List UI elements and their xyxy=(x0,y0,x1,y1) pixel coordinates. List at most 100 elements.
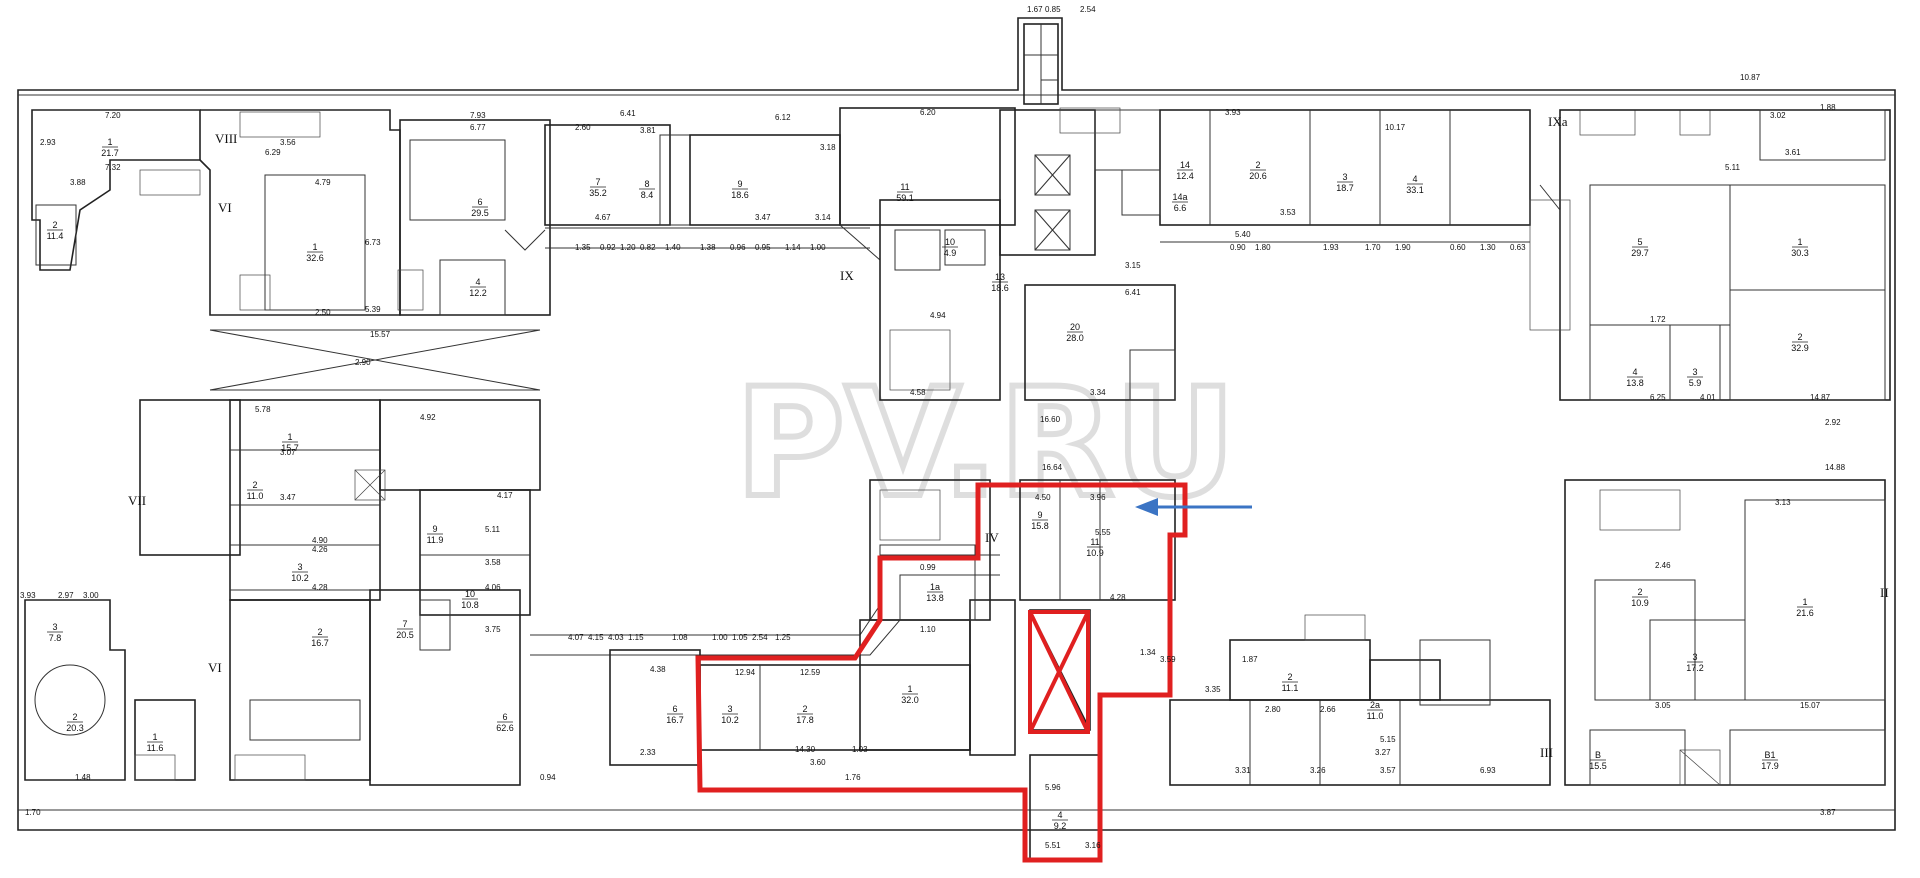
dimension-label: 14.30 xyxy=(795,745,816,754)
dimension-label: 3.34 xyxy=(1090,388,1106,397)
room-area: 62.6 xyxy=(496,723,514,733)
dimension-label: 4.15 xyxy=(588,633,604,642)
room-number: 2 xyxy=(52,220,57,230)
dimension-label: 3.47 xyxy=(755,213,771,222)
room-area: 11.4 xyxy=(47,231,64,241)
dimension-label: 12.59 xyxy=(800,668,821,677)
dimension-label: 1.10 xyxy=(920,625,936,634)
room-area: 20.3 xyxy=(66,723,84,733)
dimension-label: 3.81 xyxy=(640,126,656,135)
room-number: 6 xyxy=(502,712,507,722)
room-number: 2 xyxy=(802,704,807,714)
section-vi-bottom-label: VI xyxy=(208,660,222,675)
room-area: 35.2 xyxy=(589,188,607,198)
room-number: 9 xyxy=(1037,510,1042,520)
dimension-label: 0.96 xyxy=(730,243,746,252)
dimension-label: 1.72 xyxy=(1650,315,1666,324)
room-number: 6 xyxy=(477,197,482,207)
dimension-label: 3.31 xyxy=(1235,766,1251,775)
dimension-label: 10.17 xyxy=(1385,123,1406,132)
room-number: 4 xyxy=(1412,174,1417,184)
dimension-label: 4.03 xyxy=(608,633,624,642)
dimension-label: 3.14 xyxy=(815,213,831,222)
dimension-label: 4.06 xyxy=(485,583,501,592)
room-area: 12.2 xyxy=(469,288,487,298)
dimension-label: 3.96 xyxy=(1090,493,1106,502)
dimension-label: 6.41 xyxy=(1125,288,1141,297)
dimension-label: 4.79 xyxy=(315,178,331,187)
room-number: 1 xyxy=(312,242,317,252)
dimension-label: 3.47 xyxy=(280,493,296,502)
dimension-label: 5.15 xyxy=(1380,735,1396,744)
dimension-label: 3.00 xyxy=(83,591,99,600)
dimension-label: 0.92 xyxy=(600,243,616,252)
dimension-label: 0.94 xyxy=(540,773,556,782)
dimension-label: 4.90 xyxy=(312,536,328,545)
room-number: 1 xyxy=(287,432,292,442)
building-outline xyxy=(17,17,1896,831)
room-area: 21.7 xyxy=(101,148,119,158)
block-rooms-14-4 xyxy=(1121,109,1711,243)
room-number: 3 xyxy=(52,622,57,632)
watermark: PV.RU xyxy=(735,357,1236,531)
room-area: 12.4 xyxy=(1176,171,1194,181)
dimension-label: 5.39 xyxy=(365,305,381,314)
dimension-label: 3.35 xyxy=(1205,685,1221,694)
room-area: 7.8 xyxy=(49,633,62,643)
room-area: 18.7 xyxy=(1336,183,1354,193)
dimension-label: 1.30 xyxy=(1480,243,1496,252)
dimension-label: 4.28 xyxy=(1110,593,1126,602)
dimension-label: 3.56 xyxy=(280,138,296,147)
arrow-left-icon xyxy=(1135,498,1252,516)
room-area: 18.6 xyxy=(991,283,1009,293)
dimension-label: 2.97 xyxy=(58,591,74,600)
dimension-label: 5.40 xyxy=(1235,230,1251,239)
dimension-label: 4.01 xyxy=(1700,393,1716,402)
block-bottom-left xyxy=(24,589,521,786)
dimension-label: 6.29 xyxy=(265,148,281,157)
dimension-label: 1.00 xyxy=(712,633,728,642)
room-number: 4 xyxy=(1057,810,1062,820)
room-number: 2 xyxy=(1797,332,1802,342)
block-ixa xyxy=(1529,109,1891,401)
dimension-label: 6.93 xyxy=(1480,766,1496,775)
dimension-label: 1.67 xyxy=(1027,5,1043,14)
dimension-label: 4.17 xyxy=(497,491,513,500)
block-bottom-right-middle xyxy=(1169,614,1551,786)
dimension-label: 2.66 xyxy=(1320,705,1336,714)
dimension-label: 1.38 xyxy=(700,243,716,252)
room-area: 59.1 xyxy=(896,193,914,203)
room-area: 10.2 xyxy=(721,715,739,725)
room-area: 32.9 xyxy=(1791,343,1809,353)
dimension-label: 1.35 xyxy=(575,243,591,252)
dimension-label: 3.53 xyxy=(1280,208,1296,217)
dimension-label: 5.51 xyxy=(1045,841,1061,850)
room-number: 2 xyxy=(1637,587,1642,597)
block-bottom-right xyxy=(1564,479,1886,786)
dimension-label: 1.76 xyxy=(845,773,861,782)
dimension-label: 1.70 xyxy=(1365,243,1381,252)
dimension-label: 0.60 xyxy=(1450,243,1466,252)
dimension-label: 2.80 xyxy=(1265,705,1281,714)
dimension-label: 0.82 xyxy=(640,243,656,252)
dimension-label: 3.59 xyxy=(1160,655,1176,664)
dimension-label: 3.58 xyxy=(485,558,501,567)
dimension-label: 15.57 xyxy=(370,330,391,339)
room-number: 3 xyxy=(1342,172,1347,182)
dimension-label: 5.11 xyxy=(485,525,501,534)
room-number: B xyxy=(1595,750,1601,760)
room-area: 15.7 xyxy=(281,443,299,453)
room-number: 2 xyxy=(252,480,257,490)
room-area: 17.8 xyxy=(796,715,814,725)
room-area: 32.0 xyxy=(901,695,919,705)
dimension-label: 0.90 xyxy=(1230,243,1246,252)
room-number: 14a xyxy=(1172,192,1187,202)
block-rooms-7-11 xyxy=(544,107,1016,320)
section-vi-top-label: VI xyxy=(218,200,232,215)
room-labels: 121.7211.4132.6629.5412.2735.288.4918.61… xyxy=(47,137,1814,831)
room-number: 9 xyxy=(432,524,437,534)
room-number: 20 xyxy=(1070,322,1080,332)
dimension-label: 1.90 xyxy=(1395,243,1411,252)
room-area: 20.6 xyxy=(1249,171,1267,181)
dimension-label: 6.20 xyxy=(920,108,936,117)
